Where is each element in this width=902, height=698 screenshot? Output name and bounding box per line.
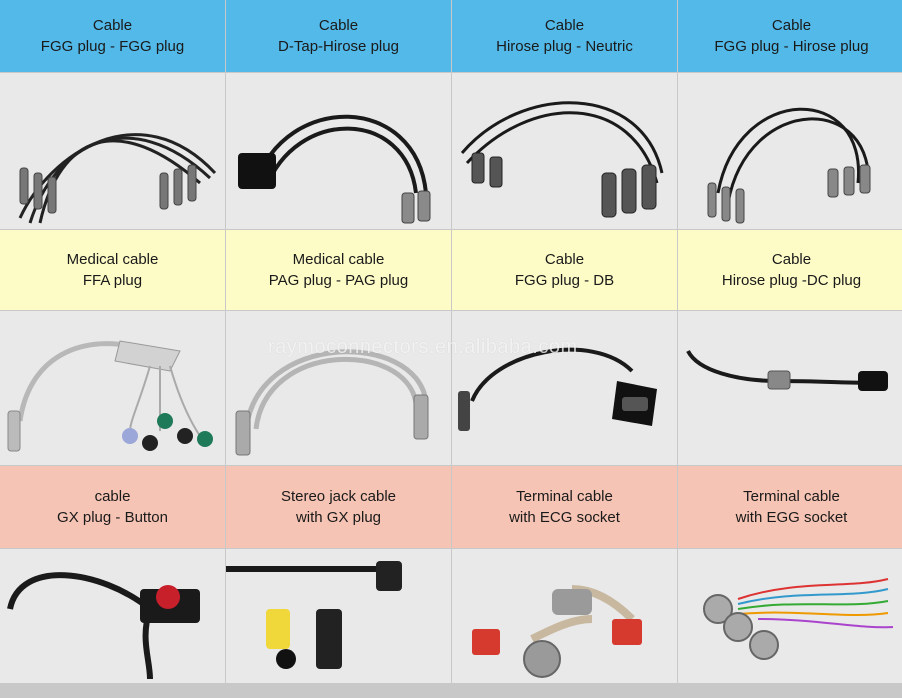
product-label: Medical cable FFA plug (0, 230, 225, 310)
product-photo-hirose-dc-cable[interactable] (678, 311, 902, 465)
cable-bundle-icon (18, 133, 217, 224)
product-label-line2: FGG plug - DB (514, 272, 615, 289)
product-photo-fgg-hirose-cable[interactable] (678, 73, 902, 229)
product-photo-fgg-fgg-cable[interactable] (0, 73, 225, 229)
product-label-line1: Cable (92, 17, 133, 34)
product-label-line2: with ECG socket (509, 509, 620, 526)
product-label-line2: Hirose plug -DC plug (721, 272, 862, 289)
product-photo-hirose-neutric-cable[interactable] (452, 73, 677, 229)
product-label: Cable Hirose plug -DC plug (678, 230, 902, 310)
product-label: Stereo jack cable with GX plug (226, 466, 451, 548)
product-label: Medical cable PAG plug - PAG plug (226, 230, 451, 310)
db-cable-icon (458, 347, 657, 431)
product-label-line2: FGG plug - FGG plug (40, 38, 185, 55)
product-label-line2: D-Tap-Hirose plug (278, 38, 399, 55)
product-label: Cable FGG plug - Hirose plug (678, 0, 902, 72)
product-label-line1: Cable (771, 17, 812, 34)
product-label-line2: FFA plug (82, 272, 143, 289)
medical-cable-icon (7, 340, 213, 452)
product-label-line1: Cable (544, 17, 585, 34)
product-label: Terminal cable with ECG socket (452, 466, 677, 548)
button-cable-icon (7, 572, 200, 680)
terminal-cable-icon (472, 585, 642, 678)
product-label-line2: FGG plug - Hirose plug (714, 38, 869, 55)
product-label-line1: cable (94, 488, 131, 505)
product-label-line2: GX plug - Button (57, 509, 168, 526)
product-label-line1: Terminal cable (516, 488, 613, 505)
product-label: Cable FGG plug - FGG plug (0, 0, 225, 72)
product-label-line1: Medical cable (292, 251, 385, 268)
product-label-line1: Medical cable (66, 251, 159, 268)
product-label-line1: Stereo jack cable (280, 488, 397, 505)
cable-coil-icon (460, 101, 664, 218)
terminal-cable-icon (703, 578, 894, 660)
product-label: Terminal cable with EGG socket (678, 466, 902, 548)
product-label-line2: PAG plug - PAG plug (268, 272, 409, 289)
dc-cable-icon (686, 349, 888, 391)
medical-cable-icon (235, 349, 429, 456)
product-photo-egg-terminal-cable[interactable] (678, 549, 902, 683)
product-label-line1: Terminal cable (743, 488, 840, 505)
product-photo-medical-ffa-cable[interactable] (0, 311, 225, 465)
product-label: Cable FGG plug - DB (452, 230, 677, 310)
product-label: cable GX plug - Button (0, 466, 225, 548)
product-photo-gx-button-cable[interactable] (0, 549, 225, 683)
product-label-line1: Cable (318, 17, 359, 34)
product-label-line1: Cable (771, 251, 812, 268)
product-photo-medical-pag-cable[interactable] (226, 311, 451, 465)
product-label-line1: Cable (544, 251, 585, 268)
stereo-jack-icon (226, 561, 402, 669)
product-label-line2: with EGG socket (735, 509, 848, 526)
product-label: Cable Hirose plug - Neutric (452, 0, 677, 72)
product-photo-dtap-hirose-cable[interactable] (226, 73, 451, 229)
cable-coil-icon (238, 114, 431, 224)
product-label-line2: with GX plug (295, 509, 382, 526)
product-photo-fgg-db-cable[interactable] (452, 311, 677, 465)
product-photo-stereo-jack-cable[interactable] (226, 549, 451, 683)
cable-coil-icon (707, 107, 871, 224)
product-label-line2: Hirose plug - Neutric (496, 38, 633, 55)
product-photo-ecg-terminal-cable[interactable] (452, 549, 677, 683)
product-label: Cable D-Tap-Hirose plug (226, 0, 451, 72)
